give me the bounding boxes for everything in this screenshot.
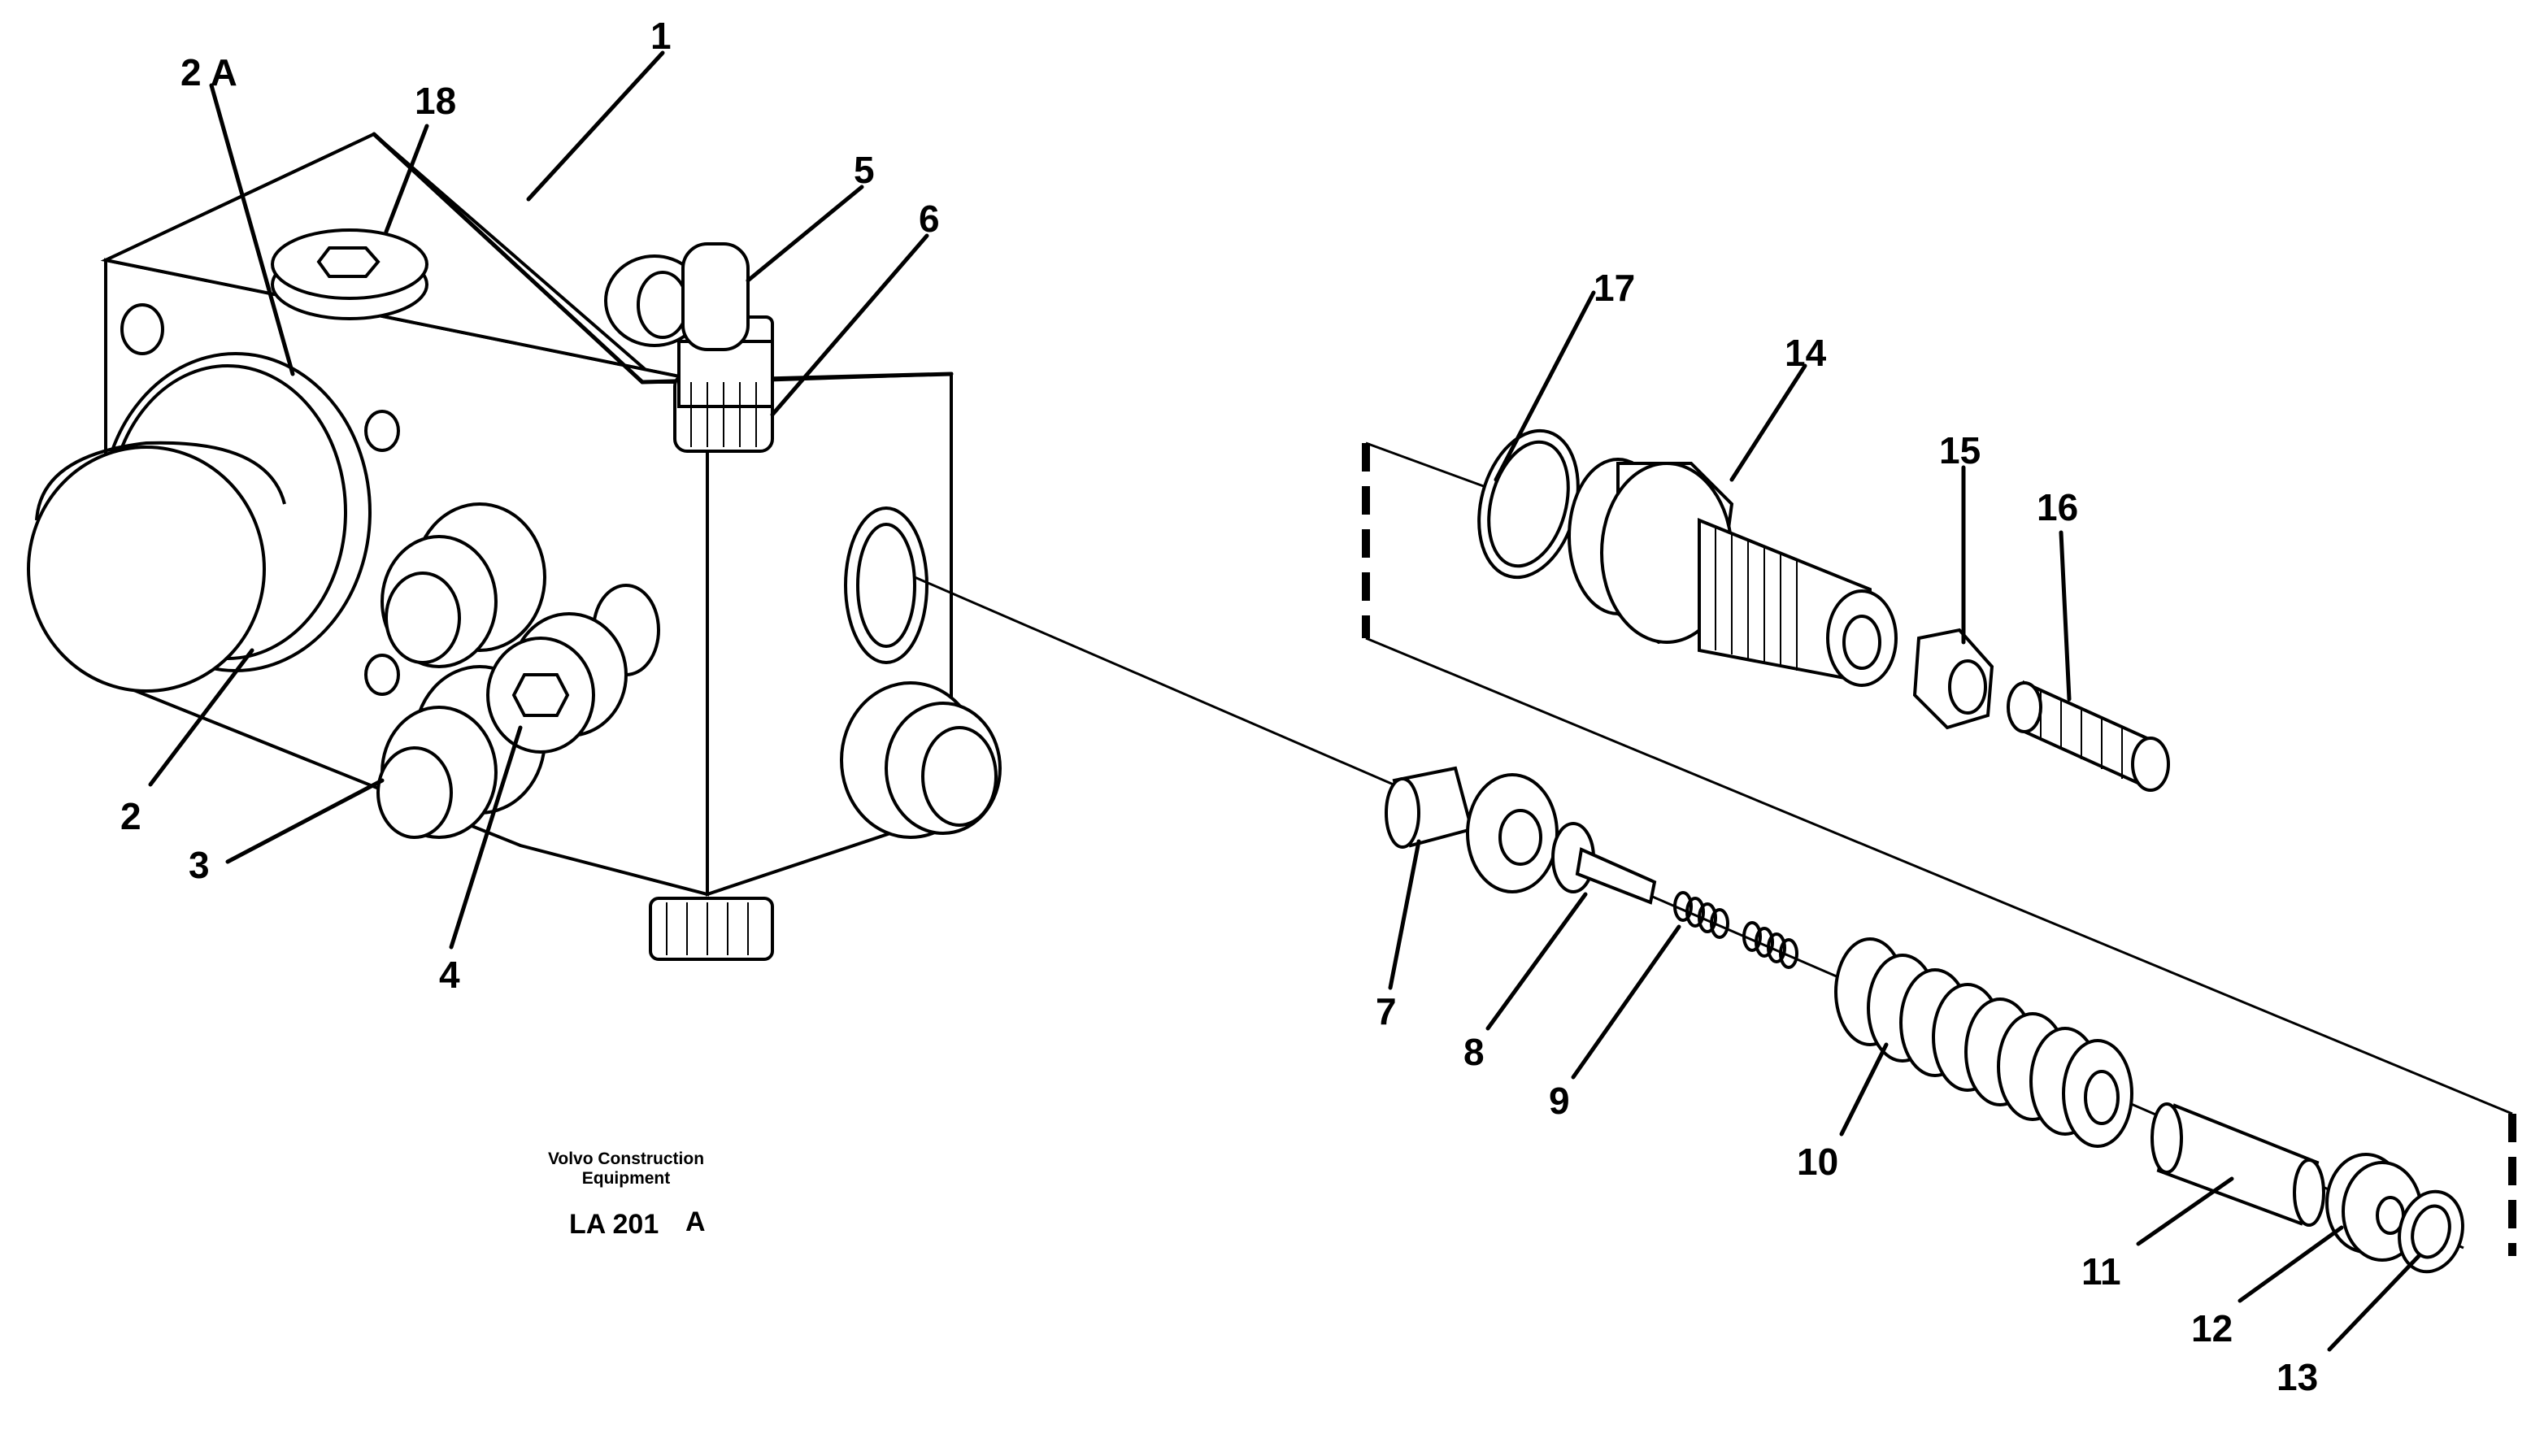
- callouts: 1 2 A 18 5 6 2 3 4 17 14 15 16 7 8 9 10 …: [120, 15, 2318, 1398]
- callout-14: 14: [1785, 332, 1827, 374]
- fitting-3: [376, 502, 660, 839]
- callout-1: 1: [650, 15, 672, 57]
- nut-15: [1912, 628, 1994, 730]
- callout-11: 11: [2081, 1250, 2121, 1293]
- callout-8: 8: [1463, 1031, 1485, 1073]
- cylinder-11: [2150, 1102, 2325, 1227]
- callout-7: 7: [1376, 990, 1397, 1032]
- subassembly-bracket: [1362, 441, 2516, 1256]
- piston-7: [1385, 766, 1559, 893]
- screw-16: [2007, 680, 2170, 792]
- drawing-credit: Volvo Construction Equipment LA 201 A: [548, 1150, 706, 1240]
- callout-2a: 2 A: [180, 51, 237, 93]
- drawing-revision: A: [685, 1206, 706, 1237]
- callout-17: 17: [1594, 267, 1635, 309]
- leader-lines: [148, 50, 2421, 1352]
- fitting-right: [840, 681, 1002, 839]
- callout-3: 3: [189, 844, 210, 886]
- callout-13: 13: [2277, 1356, 2318, 1398]
- callout-2: 2: [120, 795, 141, 837]
- callout-6: 6: [919, 198, 940, 240]
- drawing-code: LA 201: [569, 1209, 659, 1240]
- elbow-fitting: [604, 242, 774, 453]
- plug-18: [271, 228, 428, 320]
- pin-8: [1551, 822, 1657, 905]
- springs-9: [1673, 891, 1798, 969]
- cap-2: [27, 352, 372, 693]
- callout-4: 4: [439, 954, 460, 996]
- callout-16: 16: [2037, 486, 2078, 528]
- callout-15: 15: [1939, 429, 1981, 472]
- callout-18: 18: [415, 80, 456, 122]
- credit-company-line2: Equipment: [582, 1169, 671, 1188]
- callout-9: 9: [1549, 1080, 1570, 1122]
- callout-10: 10: [1797, 1141, 1838, 1183]
- spring-10: [1834, 937, 2133, 1148]
- callout-12: 12: [2191, 1307, 2233, 1350]
- callout-5: 5: [854, 149, 875, 191]
- credit-company: Volvo Construction: [548, 1150, 704, 1168]
- plug-4: [486, 612, 628, 754]
- washer-13: [2398, 1189, 2464, 1274]
- adapter-14: [1568, 458, 1898, 687]
